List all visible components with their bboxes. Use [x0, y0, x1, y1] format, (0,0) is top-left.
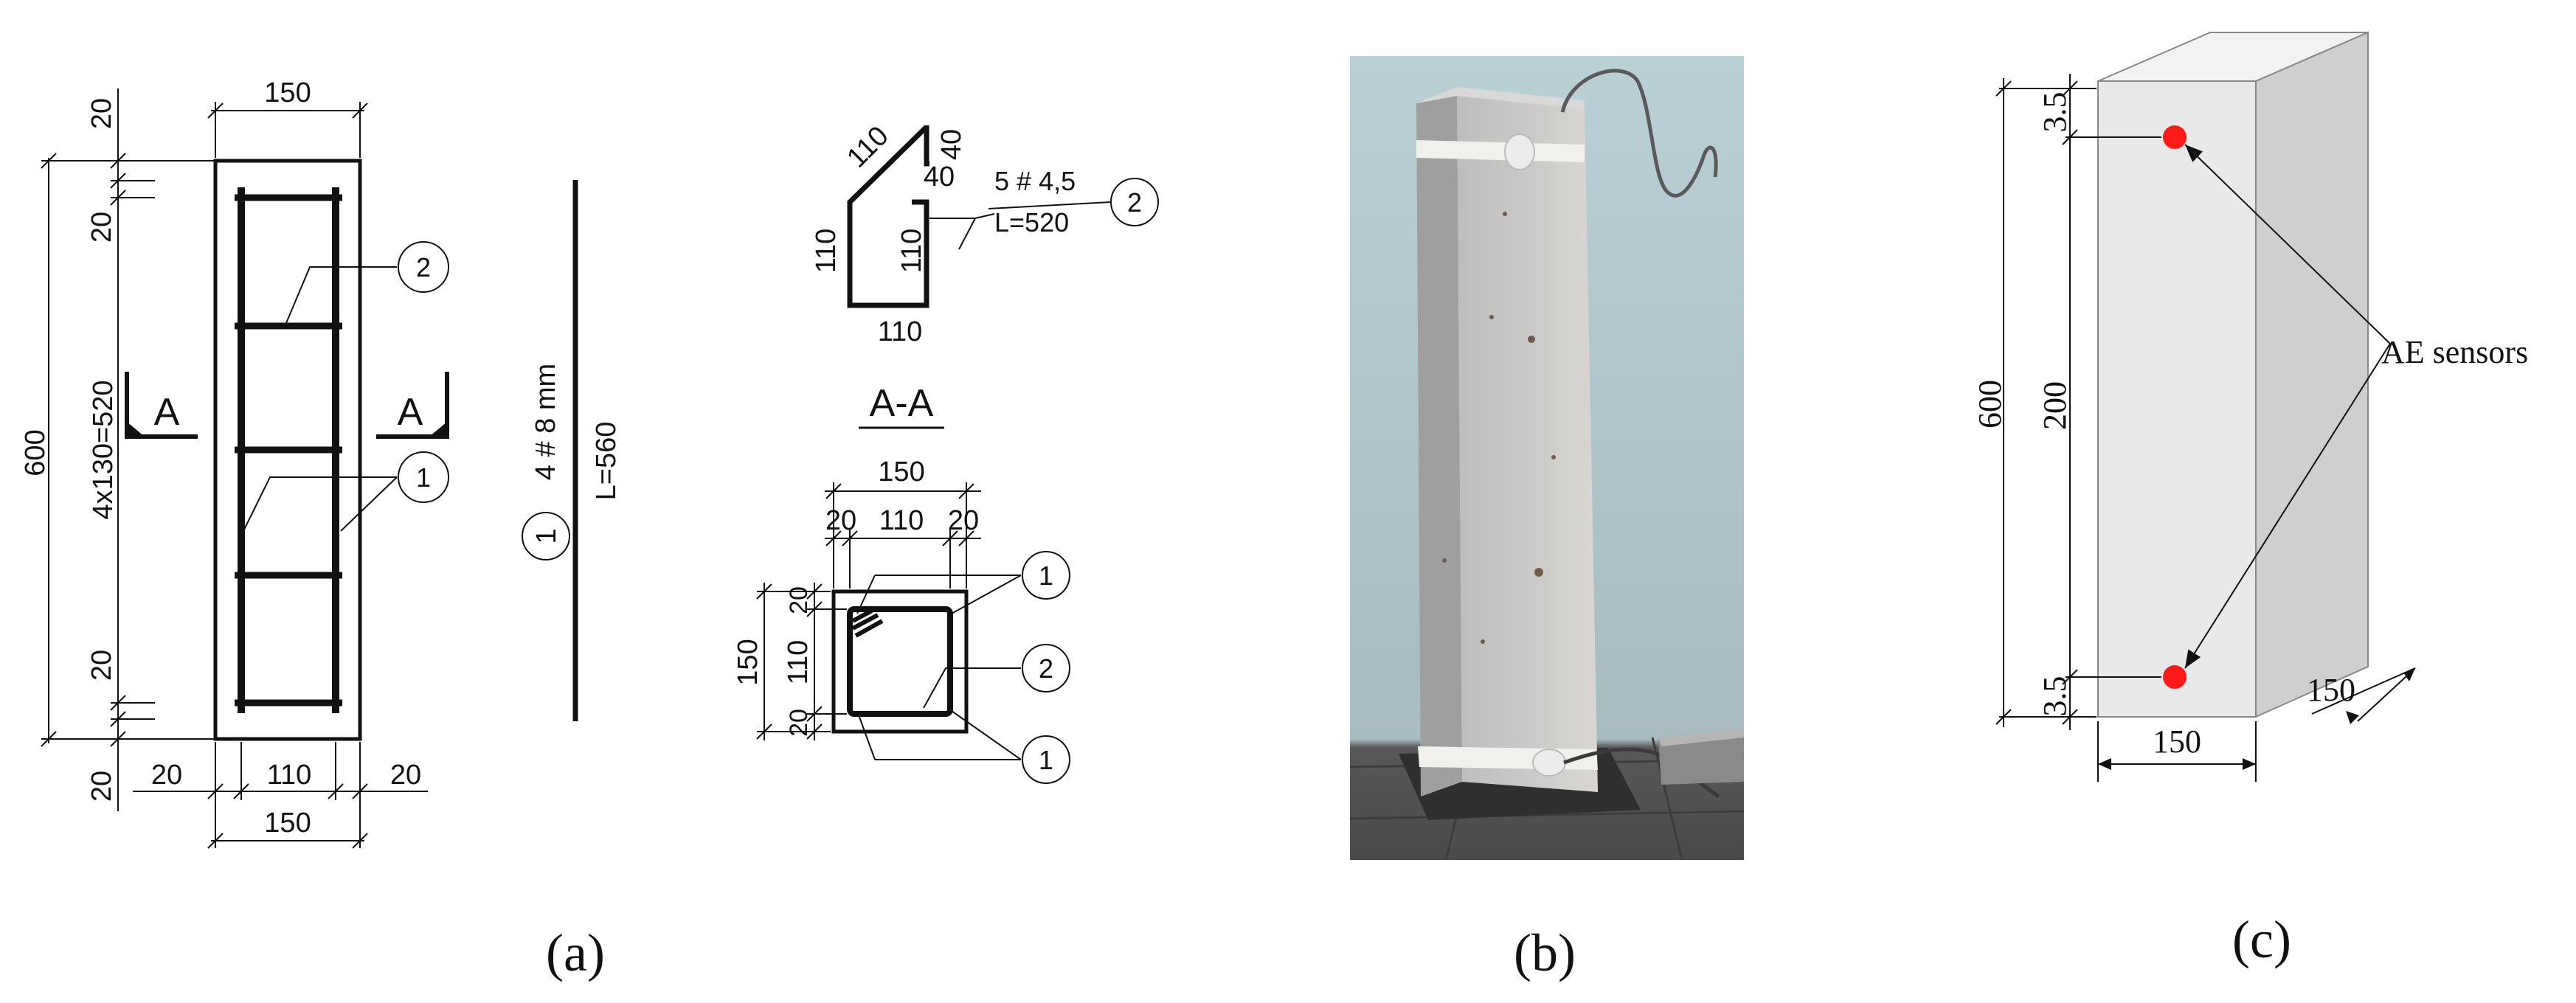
ae-sensors-label: AE sensors [2381, 334, 2528, 370]
dim-left-vertical [41, 88, 215, 811]
caption-c: (c) [2232, 910, 2291, 969]
section-title: A-A [870, 382, 934, 425]
section-c1: 20 [825, 505, 856, 536]
section-mark-right: A [398, 391, 423, 434]
stirrup-callout-text: 2 [1127, 187, 1142, 218]
section-callout-bot: 1 [1039, 745, 1053, 775]
label-end-bot-1: 20 [86, 650, 117, 681]
callout-circle-2 [398, 241, 449, 293]
section-v1: 20 [785, 586, 813, 614]
column-side-face [2255, 31, 2369, 718]
c-width: 150 [2153, 723, 2201, 760]
callout-circle-1 [398, 451, 449, 503]
section-c3: 20 [948, 505, 979, 536]
c-bottom-offset: 3.5 [2037, 676, 2073, 717]
caption-b: (b) [1514, 923, 1576, 982]
bar-spec: 4 # 8 mm [530, 364, 561, 480]
panel-a-elevation [41, 88, 449, 849]
bar-callout-circle [522, 512, 570, 560]
c-height-total: 600 [1972, 380, 2008, 428]
label-width-bottom: 150 [264, 808, 311, 839]
bar-length: L=560 [591, 422, 622, 501]
c-top-offset: 3.5 [2037, 92, 2073, 133]
stirrup-length: L=520 [994, 207, 1069, 237]
c-sensor-spacing: 200 [2037, 381, 2073, 430]
ae-sensor-bottom [2163, 665, 2187, 689]
stirrup-spec: 5 # 4,5 [994, 166, 1076, 196]
stirrup-bottom: 110 [878, 316, 923, 347]
stirrup-left: 110 [811, 229, 842, 274]
panel-a-section: A-A [756, 382, 1070, 784]
section-height: 150 [733, 639, 764, 685]
bar-callout-text: 1 [531, 528, 562, 544]
section-callout-top: 1 [1039, 560, 1053, 591]
dim-bottom [133, 742, 428, 849]
section-v3: 20 [785, 709, 813, 737]
section-v2: 110 [783, 640, 814, 685]
label-core: 110 [267, 760, 312, 791]
section-c2: 110 [879, 505, 924, 536]
callout-text-2: 2 [416, 252, 431, 282]
label-spacing: 4x130=520 [88, 380, 119, 519]
label-end-bot-2: 20 [86, 771, 117, 802]
column-front-face [2097, 80, 2257, 718]
section-callout-mid: 2 [1039, 653, 1053, 684]
stirrups [235, 194, 342, 707]
stirrup-hook: 40 [936, 129, 967, 160]
label-end-top-2: 20 [86, 212, 117, 243]
panel-a-section-labels: 150 20 110 20 150 20 110 20 1 2 1 [733, 457, 1053, 775]
stirrup-hook-2: 40 [924, 162, 955, 192]
column-outline [213, 159, 362, 741]
label-width-top: 150 [264, 77, 311, 108]
stirrup-right: 110 [896, 229, 927, 274]
panel-a-stirrup-shape: 110 40 40 110 110 110 5 # 4,5 L=520 2 [811, 120, 1159, 347]
panel-c-labels: 600 3.5 200 3.5 150 150 AE sensors [1972, 92, 2528, 760]
section-width: 150 [878, 457, 924, 487]
ae-sensor-top [2163, 125, 2187, 149]
section-mark-left: A [154, 391, 180, 434]
callout-leaders [243, 266, 398, 532]
c-depth: 150 [2307, 672, 2355, 708]
panel-b-photo [1349, 56, 1745, 861]
label-cover-left: 20 [151, 760, 182, 791]
panel-a-bar: 1 4 # 8 mm L=560 [522, 180, 622, 721]
dim-top-width [207, 102, 368, 158]
label-end-top-1: 20 [86, 98, 117, 129]
panel-c-column [1995, 31, 2416, 782]
label-cover-right: 20 [390, 760, 421, 791]
label-height-total: 600 [20, 429, 51, 476]
caption-a: (a) [546, 923, 605, 982]
panel-a-elevation-labels: 150 150 20 110 20 600 4x130=520 20 20 20… [20, 77, 431, 839]
callout-text-1: 1 [416, 462, 431, 493]
